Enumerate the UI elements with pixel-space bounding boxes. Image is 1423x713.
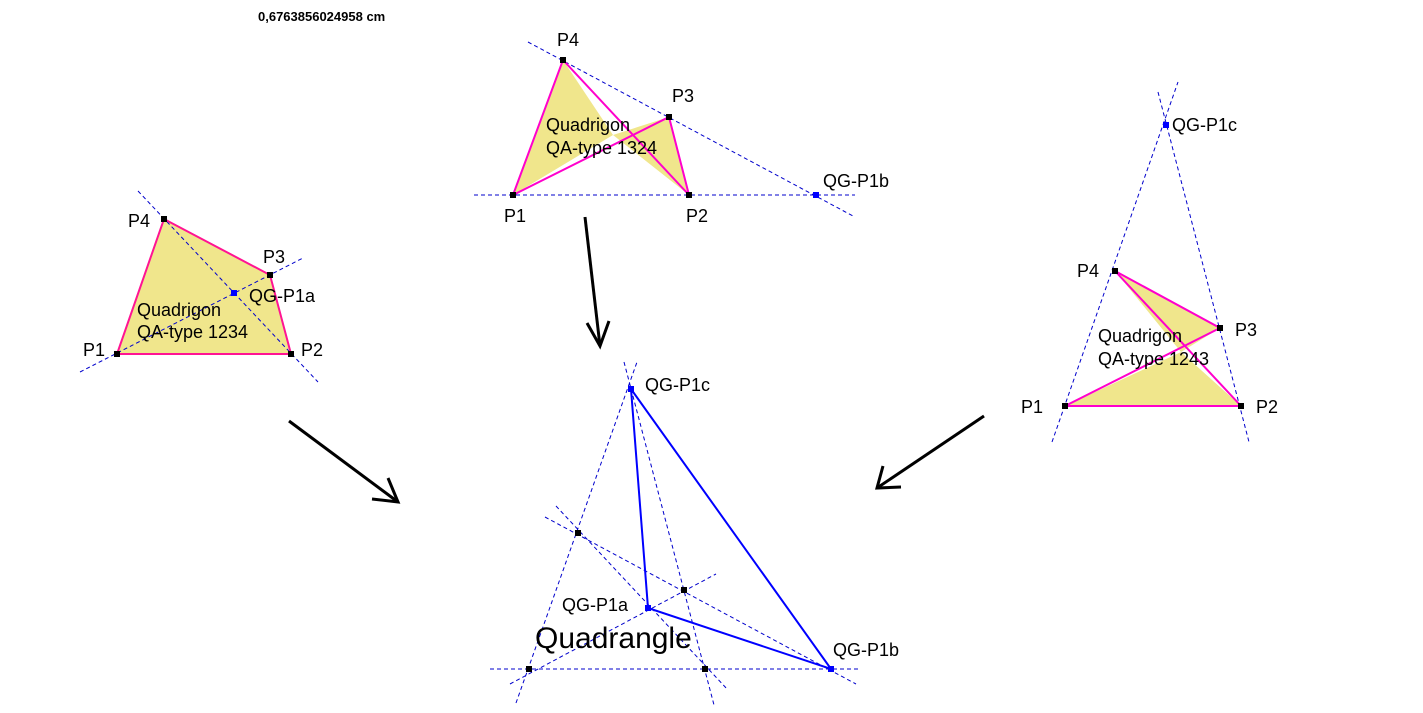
quadrangle-p3-point[interactable] — [681, 587, 687, 593]
quadrigon-1234-type: QA-type 1234 — [137, 322, 248, 342]
quadrigon-1243-type: QA-type 1243 — [1098, 349, 1209, 369]
quadrigon-1243-p3-label: P3 — [1235, 320, 1257, 340]
quadrigon-1324-p3-label: P3 — [672, 86, 694, 106]
quadrigon-1243-qg-p1c-point[interactable] — [1163, 122, 1169, 128]
quadrigon-1234-fill — [117, 219, 291, 354]
quadrigon-1324-p4-point[interactable] — [560, 57, 566, 63]
quadrigon-1243-p4-point[interactable] — [1112, 268, 1118, 274]
quadrigon-1234-p1-point[interactable] — [114, 351, 120, 357]
quadrigon-1324-p4-label: P4 — [557, 30, 579, 50]
quadrigon-1234-diagonal-p4-p2 — [137, 190, 319, 383]
quadrigon-1234-group: P1 P2 P3 P4 QG-P1a Quadrigon QA-type 123… — [79, 190, 323, 383]
quadrigon-1243-line-c-p2 — [1157, 91, 1250, 443]
quadrigon-1243-line-p1-c — [1051, 81, 1179, 443]
quadrigon-1243-p2-point[interactable] — [1238, 403, 1244, 409]
quadrigon-1324-fill-left — [513, 60, 613, 195]
header-measurement: 0,6763856024958 cm — [258, 9, 385, 24]
quadrigon-1324-p1-label: P1 — [504, 206, 526, 226]
quadrigon-1234-p4-point[interactable] — [161, 216, 167, 222]
quadrigon-1234-p2-point[interactable] — [288, 351, 294, 357]
quadrigon-1324-group: P1 P2 P3 P4 QG-P1b Quadrigon QA-type 132… — [474, 30, 889, 226]
arrow-from-1324 — [583, 216, 611, 350]
quadrigon-1243-p2-label: P2 — [1256, 397, 1278, 417]
quadrigon-1243-p1-label: P1 — [1021, 397, 1043, 417]
quadrangle-qg-p1b-point[interactable] — [828, 666, 834, 672]
quadrigon-1324-title: Quadrigon — [546, 115, 630, 135]
arrow-from-1243 — [875, 414, 985, 490]
quadrigon-1243-p3-point[interactable] — [1217, 325, 1223, 331]
quadrigon-1324-line-p4-p3 — [527, 41, 854, 217]
quadrigon-1234-title: Quadrigon — [137, 300, 221, 320]
quadrigon-1324-p1-point[interactable] — [510, 192, 516, 198]
quadrigon-1243-group: P1 P2 P3 P4 QG-P1c Quadrigon QA-type 124… — [1021, 81, 1278, 443]
quadrigon-1243-title: Quadrigon — [1098, 326, 1182, 346]
quadrigon-1324-type: QA-type 1324 — [546, 138, 657, 158]
quadrangle-qg-p1c-label: QG-P1c — [645, 375, 710, 395]
quadrigon-1324-qg-p1b-point[interactable] — [813, 192, 819, 198]
quadrigon-1243-fill-bottom — [1065, 352, 1241, 406]
quadrangle-line-c-p2 — [623, 361, 715, 706]
quadrigon-1234-p3-point[interactable] — [267, 272, 273, 278]
quadrangle-line-p1-c — [515, 361, 638, 704]
quadrigon-1234-qg-p1a-point[interactable] — [231, 290, 237, 296]
quadrigon-1234-p3-label: P3 — [263, 247, 285, 267]
quadrangle-p1-point[interactable] — [526, 666, 532, 672]
quadrigon-1234-p4-label: P4 — [128, 211, 150, 231]
quadrangle-title: Quadrangle — [535, 622, 692, 655]
quadrigon-1243-p4-label: P4 — [1077, 261, 1099, 281]
quadrigon-1243-fill-top — [1115, 271, 1220, 352]
quadrigon-1324-p3-point[interactable] — [666, 114, 672, 120]
quadrangle-triangle — [629, 385, 834, 671]
quadrigon-1234-qg-p1a-label: QG-P1a — [249, 286, 316, 306]
quadrangle-p2-point[interactable] — [702, 666, 708, 672]
quadrigon-1234-p2-label: P2 — [301, 340, 323, 360]
quadrigon-1234-p1-label: P1 — [83, 340, 105, 360]
quadrangle-line-p4-p3 — [544, 516, 857, 685]
quadrigon-1324-qg-p1b-label: QG-P1b — [823, 171, 889, 191]
arrow-from-1234 — [288, 419, 401, 504]
quadrigon-1324-p2-point[interactable] — [686, 192, 692, 198]
quadrangle-group: QG-P1c QG-P1a QG-P1b Quadrangle — [490, 361, 899, 706]
quadrangle-qg-p1c-point[interactable] — [628, 386, 634, 392]
quadrangle-qg-p1a-label: QG-P1a — [562, 595, 629, 615]
quadrigon-1243-qg-p1c-label: QG-P1c — [1172, 115, 1237, 135]
arrows-group — [288, 216, 985, 504]
quadrangle-qg-p1a-point[interactable] — [645, 605, 651, 611]
quadrigon-1243-p1-point[interactable] — [1062, 403, 1068, 409]
quadrangle-p4-point[interactable] — [575, 530, 581, 536]
quadrangle-qg-p1b-label: QG-P1b — [833, 640, 899, 660]
quadrigon-1324-p2-label: P2 — [686, 206, 708, 226]
quadrangle-diagonal-p1-p3 — [509, 573, 717, 685]
